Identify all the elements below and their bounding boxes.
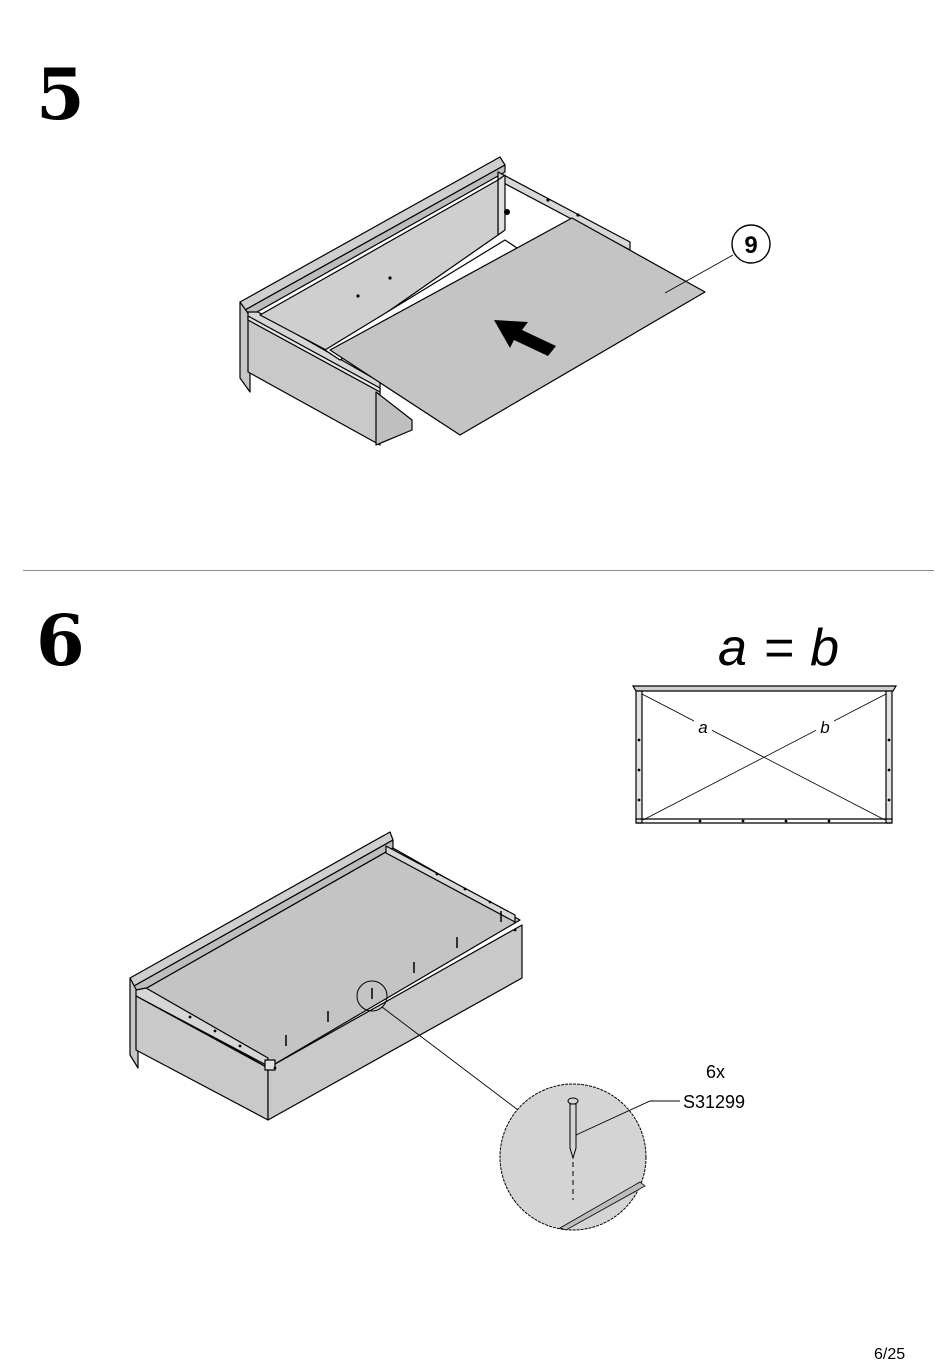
page-number: 6/25 (874, 1346, 905, 1364)
hardware-part-number: S31299 (683, 1092, 745, 1113)
hardware-quantity: 6x (706, 1062, 725, 1083)
